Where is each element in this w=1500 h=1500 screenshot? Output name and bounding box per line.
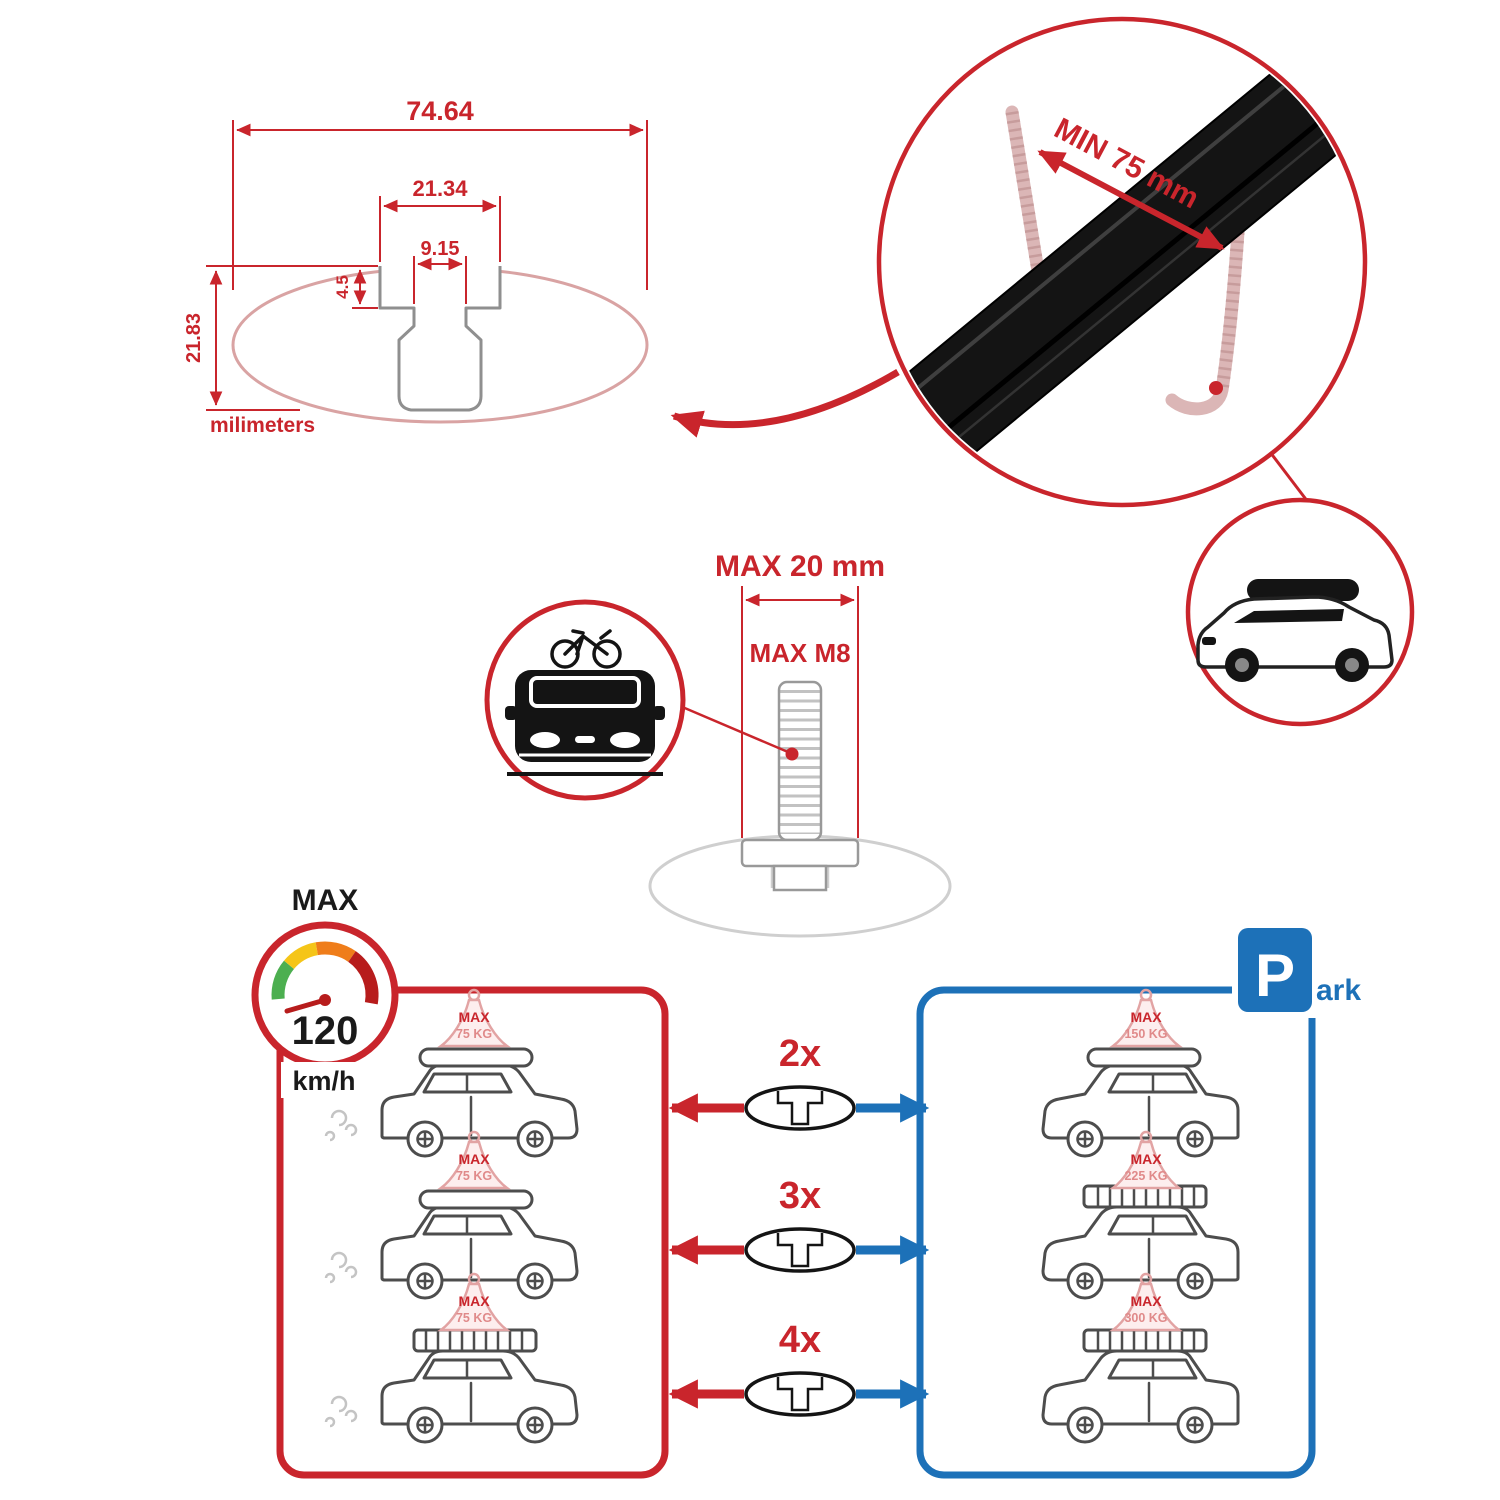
smoke-icon [324,1395,358,1428]
count-label-row3: 4x [779,1319,821,1361]
badge-kg-label: 75 KG [456,1027,492,1041]
u-bolt-marker-dot [1209,381,1223,395]
badge-max-label: MAX [1130,1151,1162,1167]
crossbar-detail-circle: MIN 75 mm [876,16,1368,508]
crossbar-profile-icon-row2 [744,1227,856,1273]
car-front-circle [484,599,686,801]
parked-load-panel [916,986,1316,1479]
car-with-bike-icon [505,629,665,776]
dim-total-width-label: 74.64 [406,96,474,126]
dim-ext-total-height [206,265,378,411]
dim-ext-slot-outer [379,196,501,262]
bolt-spec-drawing: MAX 20 mm MAX M8 [648,550,952,938]
park-sign-letter: P [1255,942,1295,1009]
profile-slot-row2 [776,1233,824,1268]
load-badge-drive-row3: MAX 75 KG [439,1272,509,1332]
gauge-unit-backing [281,1062,369,1098]
units-label: milimeters [210,414,315,437]
driving-car-row3 [380,1328,579,1444]
dim-slot-inner-label: 9.15 [421,238,460,260]
speed-limit-gauge: MAX 120 km/h [251,884,399,1098]
suv-roofbox-circle [1185,497,1415,727]
bolt-width-ext-lines [741,586,859,838]
badge-max-label: MAX [1130,1293,1162,1309]
load-badge-park-row1: MAX 150 KG [1111,988,1181,1048]
profile-dimension-drawing: 74.64 21.34 9.15 4.5 21.83 milimeters [183,96,649,437]
profile-slot-row3 [776,1377,824,1412]
count-label-row1: 2x [779,1033,821,1075]
badge-max-label: MAX [458,1151,490,1167]
detail-to-drawing-arrow [670,368,900,438]
load-badge-drive-row2: MAX 75 KG [439,1130,509,1190]
count-label-row2: 3x [779,1175,821,1217]
t-slot-channel [378,266,502,412]
crossbar-profile-icon-row3 [744,1371,856,1417]
circle-connector-line [1268,451,1310,503]
smoke-icon [324,1109,358,1142]
gauge-pivot [319,994,331,1006]
dim-slot-outer-label: 21.34 [412,176,468,201]
bolt-max-width-label: MAX 20 mm [715,550,885,583]
gauge-needle [284,997,328,1014]
dim-total-height-label: 21.83 [183,313,205,363]
gauge-value: 120 [292,1009,359,1053]
bolt-connector-line [679,704,789,754]
load-badge-park-row2: MAX 225 KG [1111,1130,1181,1190]
dim-ext-slot-inner [413,256,467,304]
dim-slot-depth-label: 4.5 [333,275,352,299]
badge-kg-label: 300 KG [1124,1311,1167,1325]
driving-cars: MAX 75 KG MAX 75 KG MAX 75 KG [324,988,579,1444]
dim-ext-total-width [232,120,648,290]
badge-max-label: MAX [458,1009,490,1025]
smoke-icon [324,1251,358,1284]
profile-slot-row1 [776,1091,824,1126]
bolt-marker-dot [785,747,799,761]
gauge-arc [271,941,379,1005]
load-badge-park-row3: MAX 300 KG [1111,1272,1181,1332]
load-badge-drive-row1: MAX 75 KG [439,988,509,1048]
parked-cars: MAX 150 KG MAX 225 KG MAX 300 KG [1041,988,1240,1444]
badge-kg-label: 225 KG [1124,1169,1167,1183]
bike-icon [550,629,622,669]
gauge-unit: km/h [292,1066,355,1096]
gauge-max-label: MAX [292,884,359,917]
crossbar-count-rows: 2x 3x 4x [668,1033,930,1417]
park-sign: P ark [1232,922,1384,1018]
parked-car-row3 [1041,1328,1240,1444]
badge-max-label: MAX [458,1293,490,1309]
park-sign-suffix: ark [1316,974,1361,1007]
min-span-arrow [1037,149,1225,251]
badge-max-label: MAX [1130,1009,1162,1025]
crossbar-profile-icon-row1 [744,1085,856,1131]
badge-kg-label: 75 KG [456,1169,492,1183]
badge-kg-label: 150 KG [1124,1027,1167,1041]
badge-kg-label: 75 KG [456,1311,492,1325]
t-bolt-icon [740,680,860,892]
bolt-thread-label: MAX M8 [749,638,850,668]
suv-with-roofbox-icon [1196,579,1394,682]
